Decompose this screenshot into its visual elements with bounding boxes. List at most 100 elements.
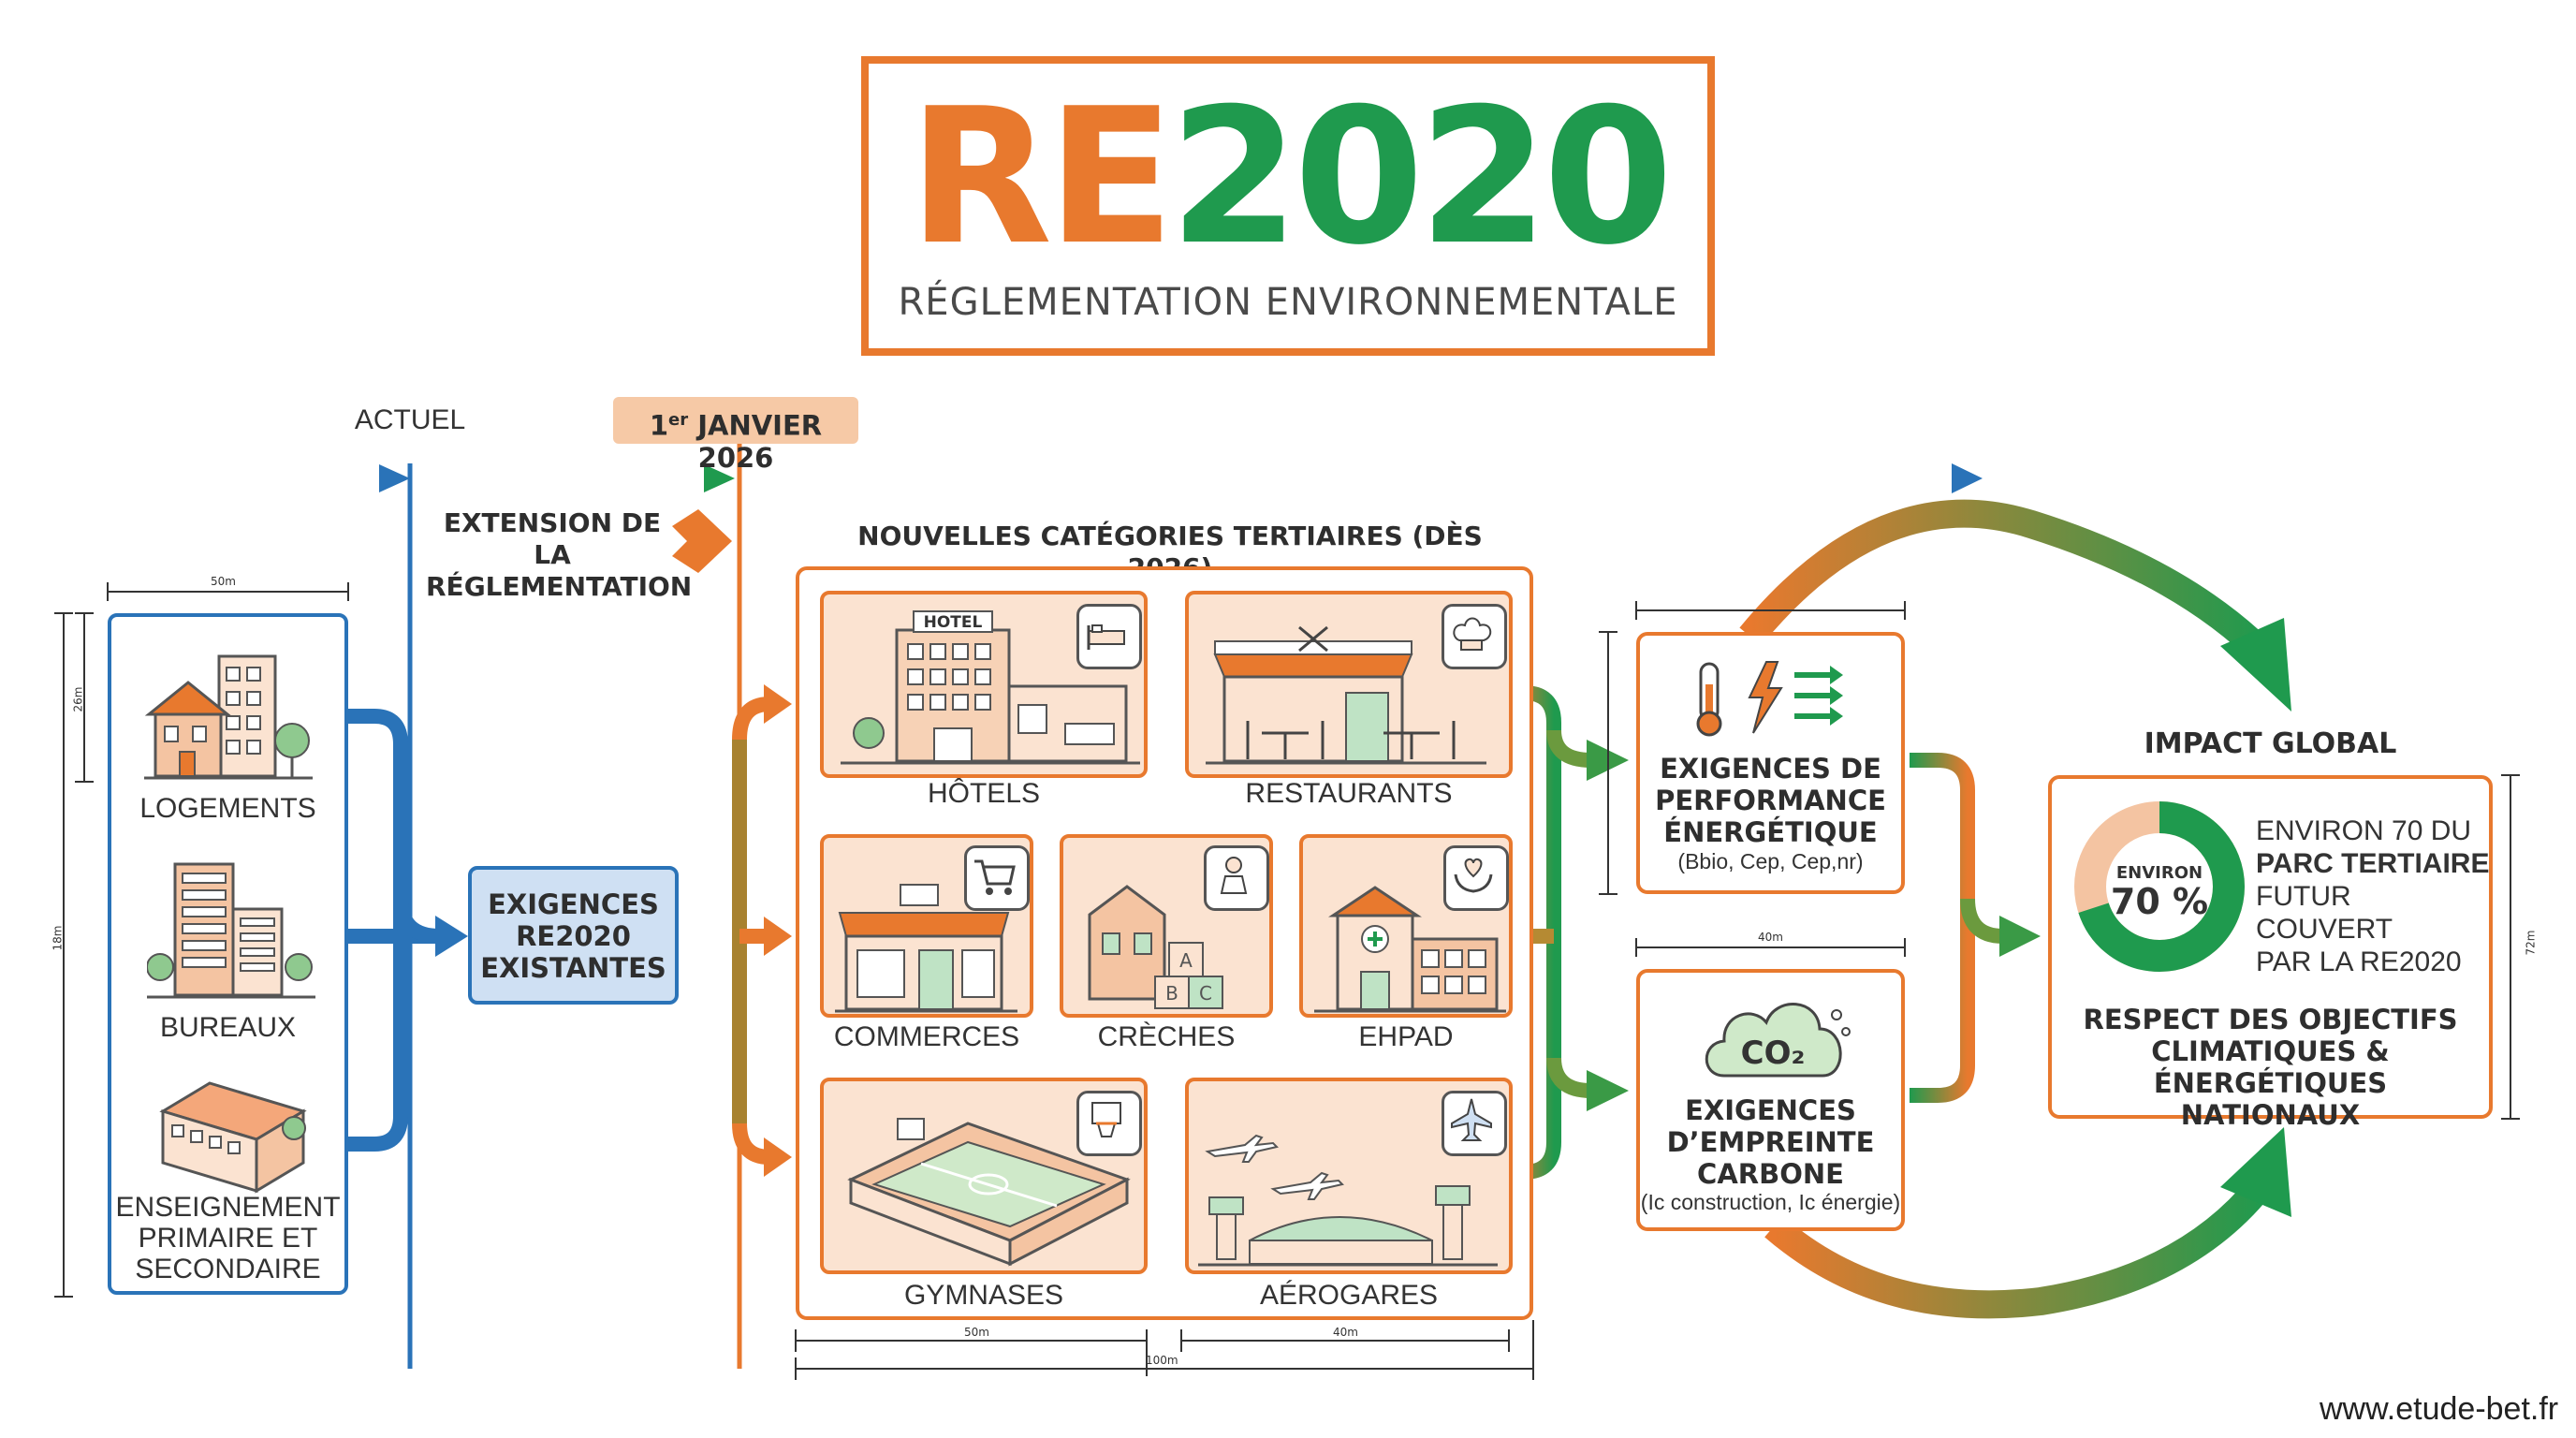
impact-text-line-2: PARC TERTIAIRE [2256,848,2490,879]
timeline-date-label: 1er JANVIER 2026 [613,404,858,474]
existing-buildings-panel: LOGEMENTS BUREAUX ENSEIGNEMENT PRIMAIRE … [108,613,348,1295]
existing-req-line-3: EXISTANTES [480,952,666,984]
existing-item-bureaux: BUREAUX [159,1012,297,1043]
blocks-icon: A B C [1088,885,1223,1009]
card-restaurants [1185,591,1513,778]
dim-existing-width: 50m [211,575,236,588]
co2-cloud-icon: CO₂ [1705,1003,1851,1078]
performance-requirements-box: EXIGENCES DE PERFORMANCE ÉNERGÉTIQUE (Bb… [1636,632,1905,894]
perf-title-line-2: PERFORMANCE [1655,785,1886,816]
carbon-requirements-title: EXIGENCES D’EMPREINTE CARBONE [1640,1094,1901,1190]
timeline-arrow [108,463,1983,493]
performance-requirements-title: EXIGENCES DE PERFORMANCE ÉNERGÉTIQUE [1640,753,1901,848]
date-rest: JANVIER 2026 [688,409,823,474]
card-hotels: HOTEL [820,591,1148,778]
card-commerces [820,834,1033,1018]
existing-requirements-box: EXIGENCES RE2020 EXISTANTES [468,866,679,1005]
logements-icon [144,654,313,780]
category-hotels: HÔTELS [927,778,1041,809]
connector-fork [679,697,770,1165]
timeline-actuel-label: ACTUEL [354,404,466,435]
donut-value: 70 % [2111,881,2208,922]
existing-item-logements: LOGEMENTS [139,793,316,824]
bed-icon [1076,604,1142,669]
extension-label: EXTENSION DE LA RÉGLEMENTATION [426,507,693,603]
co2-label: CO₂ [1741,1034,1806,1072]
carbon-title-line-1: EXIGENCES [1685,1094,1856,1126]
impact-text-line-3: FUTUR COUVERT [2256,881,2393,945]
carbon-title-line-3: CARBONE [1697,1158,1844,1190]
dim-new-total: 100m [1146,1354,1178,1367]
perf-title-line-3: ÉNERGÉTIQUE [1663,816,1878,848]
objectives-line-3: NATIONAUX [2180,1099,2361,1131]
ecole-icon [159,1081,307,1194]
title-re2020: RE2020 [869,84,1707,271]
existing-req-line-1: EXIGENCES [488,888,659,920]
existing-requirements-label: EXIGENCES RE2020 EXISTANTES [472,888,675,984]
hotel-sign: HOTEL [924,613,983,632]
category-commerces: COMMERCES [833,1021,1020,1052]
card-ehpad [1299,834,1513,1018]
impact-text-line-1: ENVIRON 70 DU [2256,815,2472,846]
donut-arc [2074,801,2245,972]
category-aerogares: AÉROGARES [1259,1280,1439,1311]
curved-arrow-bottom [1764,1170,2276,1319]
basketball-hoop-icon [1076,1091,1142,1156]
footer-url[interactable]: www.etude-bet.fr [2320,1391,2559,1427]
gym-icon [847,1118,1131,1267]
perf-title-line-1: EXIGENCES DE [1660,753,1881,785]
date-sup: er [668,410,689,430]
objectives-line-2: CLIMATIQUES & ÉNERGÉTIQUES [2151,1035,2390,1099]
svg-text:A: A [1179,949,1193,972]
donut-label: ENVIRON [2116,863,2203,883]
impact-donut: ENVIRON 70 % [2074,801,2245,972]
dim-new-left: 50m [964,1326,989,1339]
svg-text:C: C [1199,982,1212,1005]
carbon-title-line-2: D’EMPREINTE [1666,1126,1875,1158]
ehpad-icon [1314,886,1506,1013]
existing-item-enseignement: ENSEIGNEMENT PRIMAIRE ET SECONDAIRE [115,1192,341,1284]
restaurant-icon [1206,625,1486,765]
hotel-icon: HOTEL [841,610,1140,765]
card-aerogares [1185,1078,1513,1274]
baby-icon [1204,845,1269,911]
connector-impact [1910,753,2004,1103]
connector-existing [348,709,441,1152]
chef-hat-icon [1442,604,1507,669]
carbon-requirements-box: CO₂ EXIGENCES D’EMPREINTE CARBONE (Ic co… [1636,969,1905,1231]
extension-arrow [672,509,732,573]
shop-icon [835,884,1017,1013]
extension-line-1: EXTENSION DE LA [443,507,662,570]
carbon-requirements-sub: (Ic construction, Ic énergie) [1640,1190,1901,1214]
title-subtitle: RÉGLEMENTATION ENVIRONNEMENTALE [898,281,1678,324]
card-creches: A B C [1060,834,1273,1018]
energy-icon [1696,661,1843,737]
timeline-date-badge: 1er JANVIER 2026 [613,397,858,474]
cart-icon [964,845,1030,911]
objectives-line-1: RESPECT DES OBJECTIFS [2083,1004,2458,1035]
curved-arrow-top [1739,499,2276,666]
existing-req-line-2: RE2020 [516,920,631,952]
heart-hands-icon [1443,845,1509,911]
impact-title: IMPACT GLOBAL [2144,727,2397,760]
connector-existing-head [435,916,468,957]
dim-requirements: 40m [1758,931,1783,944]
bureaux-icon [147,862,315,999]
category-ehpad: EHPAD [1358,1021,1454,1052]
performance-requirements-sub: (Bbio, Cep, Cep,nr) [1677,849,1864,873]
category-gymnases: GYMNASES [903,1280,1064,1311]
title-year: 2020 [1168,68,1674,286]
dimension-lines [54,582,2520,1380]
impact-text-line-4: PAR LA RE2020 [2256,946,2462,977]
category-restaurants: RESTAURANTS [1245,778,1453,809]
plane-icon [1442,1091,1507,1156]
category-creches: CRÈCHES [1097,1021,1236,1052]
date-prefix: 1 [649,409,669,442]
title-re: RE [908,68,1175,286]
dim-impact: 72m [2524,930,2538,956]
dim-existing-height-total: 18m [51,925,65,951]
extension-line-2: RÉGLEMENTATION [426,571,693,602]
impact-box: ENVIRON 70 % ENVIRON 70 DU PARC TERTIAIR… [2048,775,2493,1131]
dim-existing-height-small: 26m [71,686,85,712]
